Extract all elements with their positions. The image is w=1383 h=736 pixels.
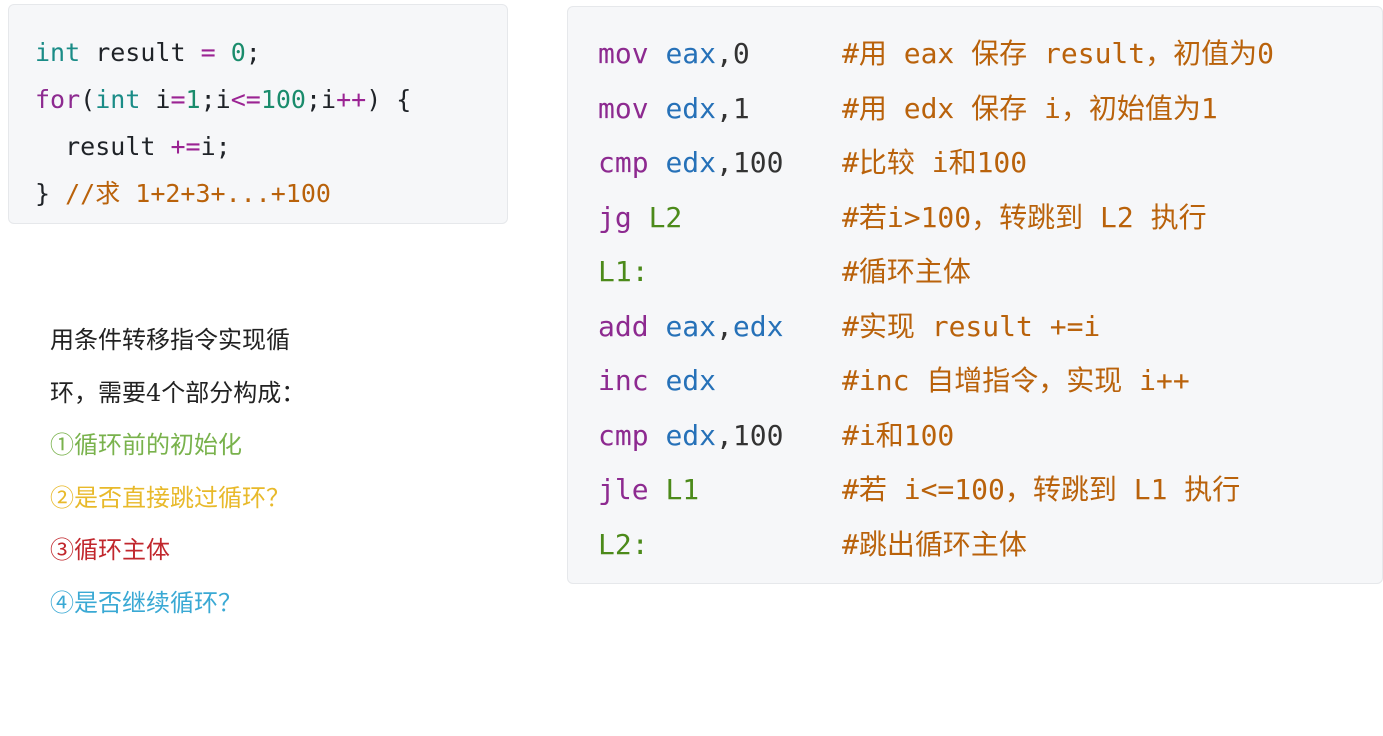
asm-comment: #跳出循环主体 — [842, 527, 1027, 561]
c-punct: ( — [80, 85, 96, 114]
asm-mnemonic: inc — [598, 364, 649, 397]
asm-comment: #实现 result +=i — [842, 309, 1101, 343]
c-keyword-int: int — [95, 85, 141, 114]
asm-operand: ,1 — [716, 91, 750, 125]
asm-jump-target: L1 — [665, 473, 700, 506]
c-code-line-1: int result = 0; — [35, 29, 507, 76]
asm-instruction: inc edx — [598, 354, 716, 409]
c-code-line-3: result +=i; — [35, 123, 507, 170]
asm-operand: ,0 — [716, 37, 750, 70]
c-punct: ; — [245, 38, 261, 67]
c-identifier: ;i — [200, 85, 231, 114]
asm-space — [632, 201, 649, 234]
c-number: 100 — [260, 85, 306, 114]
asm-instruction: jle L1 — [598, 463, 699, 518]
asm-row: cmp edx,100 #i和100 — [598, 409, 1382, 464]
asm-instruction: L1: — [598, 245, 649, 300]
asm-operand: ,100 — [716, 146, 784, 179]
asm-instruction: cmp edx,100 — [598, 409, 783, 464]
asm-register: edx — [665, 418, 717, 452]
c-code-line-4: } //求 1+2+3+...+100 — [35, 170, 507, 217]
c-comment: //求 1+2+3+...+100 — [65, 179, 331, 208]
c-identifier: i — [140, 85, 171, 114]
c-operator: += — [170, 132, 201, 161]
c-punct: ) { — [366, 85, 412, 114]
c-code-line-2: for(int i=1;i<=100;i++) { — [35, 76, 507, 123]
asm-instruction: jg L2 — [598, 191, 682, 246]
asm-mnemonic: jg — [598, 200, 632, 234]
asm-operand: ,100 — [716, 418, 784, 452]
c-identifier: ;i — [305, 85, 337, 114]
asm-space — [649, 37, 666, 70]
asm-space — [649, 146, 666, 179]
asm-mnemonic: add — [598, 309, 649, 343]
c-operator: = — [200, 38, 216, 67]
asm-label: L2: — [598, 527, 649, 561]
asm-mnemonic: mov — [598, 91, 649, 125]
asm-comment: #比较 i和100 — [842, 146, 1028, 179]
asm-comment: #用 eax 保存 result，初值为0 — [842, 37, 1275, 70]
asm-row: L1: #循环主体 — [598, 245, 1382, 300]
asm-instruction: mov eax,0 — [598, 27, 750, 82]
asm-row: L2: #跳出循环主体 — [598, 518, 1382, 573]
asm-mnemonic: cmp — [598, 146, 649, 179]
asm-space — [649, 364, 666, 397]
asm-comment: #i和100 — [842, 418, 955, 452]
asm-operand: , — [716, 309, 733, 343]
c-space — [216, 38, 231, 67]
c-number: 0 — [230, 38, 246, 67]
asm-space — [649, 419, 666, 452]
asm-space — [649, 92, 666, 125]
notes-step-loop-body: ③循环主体 — [50, 536, 170, 564]
asm-instruction: cmp edx,100 — [598, 136, 783, 191]
asm-register: edx — [665, 146, 717, 179]
c-identifier: result — [65, 132, 171, 161]
asm-register: eax — [665, 309, 717, 343]
asm-register: edx — [732, 309, 784, 343]
asm-register: edx — [665, 91, 717, 125]
asm-row: jle L1 #若 i<=100，转跳到 L1 执行 — [598, 463, 1382, 518]
notes-step-skip-check: ②是否直接跳过循环？ — [50, 483, 290, 512]
notes-intro-line-1: 用条件转移指令实现循 — [50, 326, 290, 354]
asm-register: eax — [665, 37, 717, 70]
asm-comment: #inc 自增指令，实现 i++ — [842, 364, 1190, 397]
notes-step-continue-check: ④是否继续循环？ — [50, 588, 242, 617]
asm-mnemonic: mov — [598, 37, 649, 70]
c-keyword-for: for — [35, 85, 81, 114]
asm-space — [649, 473, 666, 506]
c-number: 1 — [185, 85, 201, 114]
asm-row: mov eax,0 #用 eax 保存 result，初值为0 — [598, 27, 1382, 82]
asm-row: mov edx,1 #用 edx 保存 i，初始值为1 — [598, 82, 1382, 137]
asm-row: cmp edx,100 #比较 i和100 — [598, 136, 1382, 191]
c-keyword-int: int — [35, 38, 81, 67]
c-code-block: int result = 0; for(int i=1;i<=100;i++) … — [8, 4, 508, 224]
asm-mnemonic: jle — [598, 473, 649, 506]
c-indent — [35, 132, 65, 161]
c-punct: } — [35, 179, 66, 208]
asm-instruction: mov edx,1 — [598, 82, 750, 137]
asm-mnemonic: cmp — [598, 418, 649, 452]
loop-structure-notes: 用条件转移指令实现循 环，需要4个部分构成： ①循环前的初始化 ②是否直接跳过循… — [50, 314, 410, 629]
asm-comment: #循环主体 — [842, 255, 971, 288]
asm-comment: #若 i<=100，转跳到 L1 执行 — [842, 473, 1241, 506]
asm-instruction: L2: — [598, 518, 649, 573]
asm-jump-target: L2 — [648, 200, 683, 234]
asm-label: L1: — [598, 255, 649, 288]
asm-comment: #用 edx 保存 i，初始值为1 — [842, 91, 1218, 125]
asm-register: edx — [665, 364, 717, 397]
c-identifier: i; — [200, 132, 231, 161]
asm-row: jg L2 #若i>100，转跳到 L2 执行 — [598, 191, 1382, 246]
c-operator: = — [170, 85, 186, 114]
asm-row: add eax,edx #实现 result +=i — [598, 300, 1382, 355]
asm-code-block: mov eax,0 #用 eax 保存 result，初值为0 mov edx,… — [567, 6, 1383, 584]
asm-space — [649, 310, 666, 343]
notes-step-initialization: ①循环前的初始化 — [50, 431, 242, 459]
c-identifier: result — [80, 38, 201, 67]
c-operator: <= — [230, 85, 261, 114]
c-operator: ++ — [336, 85, 367, 114]
asm-row: inc edx #inc 自增指令，实现 i++ — [598, 354, 1382, 409]
asm-comment: #若i>100，转跳到 L2 执行 — [842, 200, 1207, 234]
asm-instruction: add eax,edx — [598, 300, 783, 355]
notes-intro-line-2: 环，需要4个部分构成： — [50, 378, 306, 407]
